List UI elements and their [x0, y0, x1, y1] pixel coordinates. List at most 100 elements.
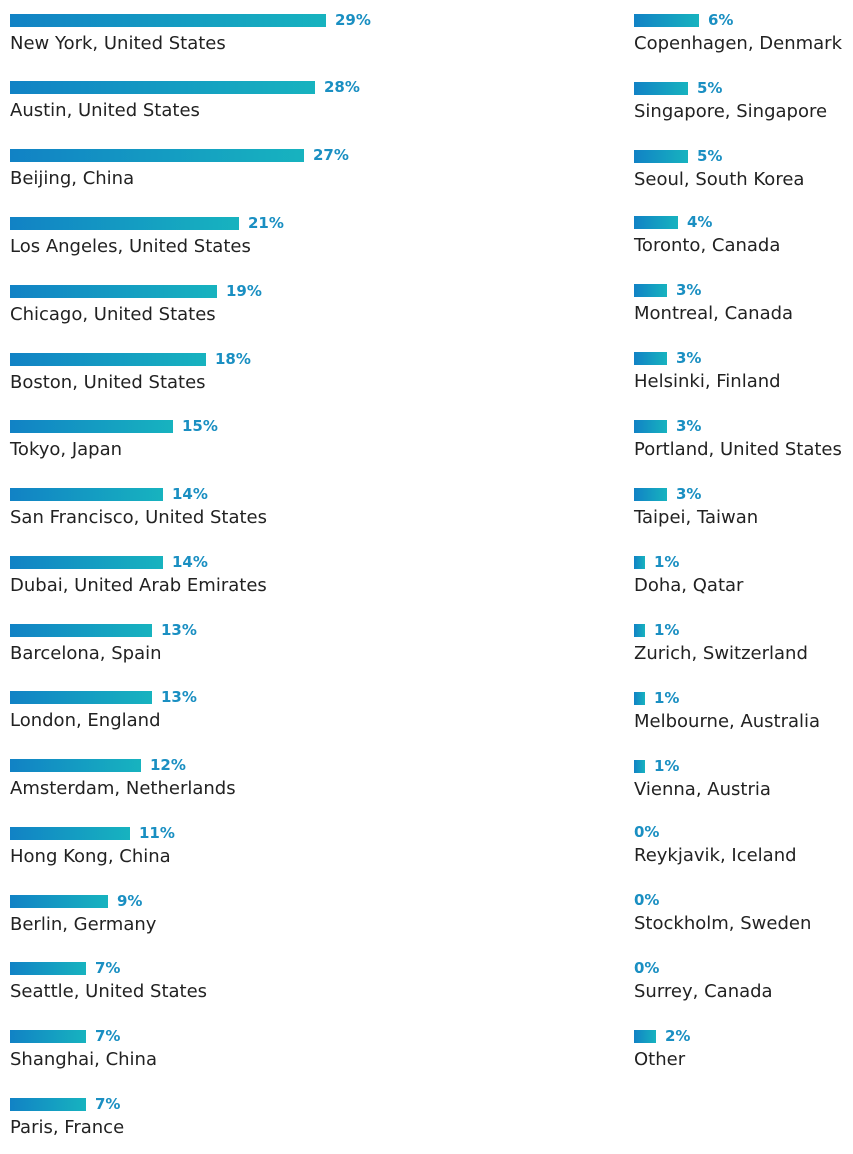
value-label: 3%	[676, 417, 702, 435]
bar-item: 14% Dubai, United Arab Emirates	[10, 552, 430, 612]
bar-row: 13%	[10, 620, 197, 640]
bar-item: 28% Austin, United States	[10, 77, 430, 137]
category-label: Paris, France	[10, 1117, 125, 1138]
value-label: 28%	[324, 78, 360, 96]
bar-row: 5%	[634, 146, 722, 166]
value-label: 18%	[215, 350, 251, 368]
category-label: London, England	[10, 710, 161, 731]
bar-item: 12% Amsterdam, Netherlands	[10, 755, 430, 815]
bar-item: 5%Seoul, South Korea	[634, 146, 853, 206]
bar	[10, 1029, 86, 1043]
category-label: Chicago, United States	[10, 304, 216, 325]
bar	[10, 826, 130, 840]
bar	[10, 961, 86, 975]
bar-row: 11%	[10, 823, 175, 843]
bar-item: 4% Toronto, Canada	[634, 212, 853, 272]
bar	[10, 148, 304, 162]
bar-item: 13% Barcelona, Spain	[10, 620, 430, 680]
bar-item: 14%San Francisco, United States	[10, 484, 430, 544]
bar-row: 14%	[10, 484, 208, 504]
bar-item: 1%Vienna, Austria	[634, 756, 853, 816]
value-label: 0%	[634, 891, 660, 909]
category-label: Amsterdam, Netherlands	[10, 778, 236, 799]
bar-item: 11% Hong Kong, China	[10, 823, 430, 883]
bar-row: 29%	[10, 10, 371, 30]
bar-row: 7%	[10, 1094, 120, 1114]
bar	[634, 555, 645, 569]
value-label: 4%	[687, 213, 713, 231]
bar	[10, 80, 315, 94]
bar	[10, 758, 141, 772]
category-label: Stockholm, Sweden	[634, 913, 812, 934]
bar	[634, 623, 645, 637]
bar-item: 29% New York, United States	[10, 10, 430, 70]
bar-row: 6%	[634, 10, 733, 30]
value-label: 5%	[697, 147, 723, 165]
value-label: 11%	[139, 824, 175, 842]
bar-item: 19% Chicago, United States	[10, 281, 430, 341]
category-label: Reykjavik, Iceland	[634, 845, 797, 866]
bar	[634, 419, 667, 433]
value-label: 12%	[150, 756, 186, 774]
bar-item: 7%Seattle, United States	[10, 958, 430, 1018]
bar-row: 28%	[10, 77, 360, 97]
bar-item: 1%Zurich, Switzerland	[634, 620, 853, 680]
value-label: 3%	[676, 349, 702, 367]
category-label: New York, United States	[10, 33, 226, 54]
bar-row: 4%	[634, 212, 712, 232]
bar-item: 6%Copenhagen, Denmark	[634, 10, 853, 70]
value-label: 21%	[248, 214, 284, 232]
bar	[634, 487, 667, 501]
bar	[10, 690, 152, 704]
bar-item: 1%Melbourne, Australia	[634, 688, 853, 748]
value-label: 29%	[335, 11, 371, 29]
bar-item: 3% Portland, United States	[634, 416, 853, 476]
category-label: Toronto, Canada	[634, 235, 781, 256]
bar	[634, 13, 699, 27]
bar-row: 18%	[10, 349, 251, 369]
category-label: Beijing, China	[10, 168, 135, 189]
category-label: Barcelona, Spain	[10, 643, 162, 664]
bar-row: 0%	[634, 958, 659, 978]
bar-row: 1%	[634, 688, 679, 708]
bar-row: 0%	[634, 822, 659, 842]
bar-row: 2%	[634, 1026, 690, 1046]
bar	[634, 283, 667, 297]
bar-item: 5% Singapore, Singapore	[634, 78, 853, 138]
bar	[634, 215, 678, 229]
bar-item: 27% Beijing, China	[10, 145, 430, 205]
category-label: Austin, United States	[10, 100, 200, 121]
bar-item: 3% Helsinki, Finland	[634, 348, 853, 408]
bar	[10, 419, 173, 433]
value-label: 0%	[634, 959, 660, 977]
bar-item: 3%Montreal, Canada	[634, 280, 853, 340]
value-label: 1%	[654, 553, 680, 571]
bar	[634, 351, 667, 365]
bar-item: 15%Tokyo, Japan	[10, 416, 430, 476]
value-label: 19%	[226, 282, 262, 300]
value-label: 13%	[161, 688, 197, 706]
bar-row: 5%	[634, 78, 722, 98]
category-label: Dubai, United Arab Emirates	[10, 575, 267, 596]
bar-row: 14%	[10, 552, 208, 572]
value-label: 5%	[697, 79, 723, 97]
bar-item: 0% Reykjavik, Iceland	[634, 822, 853, 882]
bar-row: 13%	[10, 687, 197, 707]
bar-item: 9%Berlin, Germany	[10, 891, 430, 951]
category-label: Vienna, Austria	[634, 779, 771, 800]
bar	[10, 13, 326, 27]
value-label: 27%	[313, 146, 349, 164]
bar-item: 3%Taipei, Taiwan	[634, 484, 853, 544]
value-label: 13%	[161, 621, 197, 639]
bar-row: 3%	[634, 348, 701, 368]
bar-item: 7%Shanghai, China	[10, 1026, 430, 1086]
category-label: Hong Kong, China	[10, 846, 171, 867]
category-label: Berlin, Germany	[10, 914, 157, 935]
category-label: Singapore, Singapore	[634, 101, 828, 122]
value-label: 3%	[676, 485, 702, 503]
bar-row: 3%	[634, 484, 701, 504]
bar	[634, 149, 688, 163]
category-label: Helsinki, Finland	[634, 371, 781, 392]
category-label: Portland, United States	[634, 439, 842, 460]
